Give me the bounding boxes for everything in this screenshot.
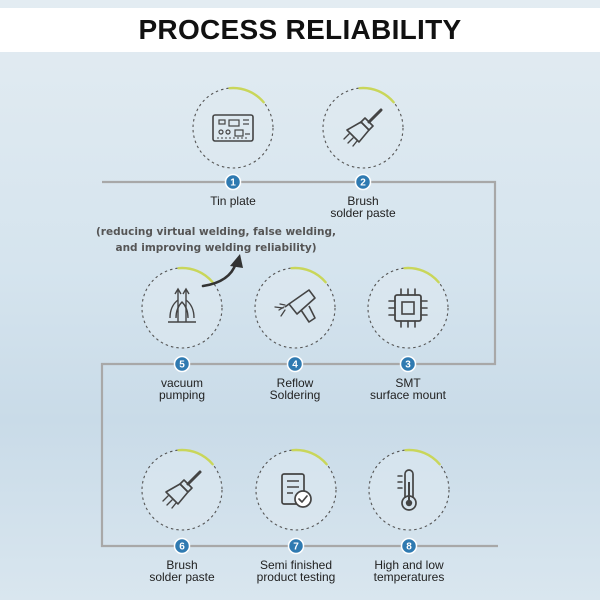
step-1: 1: [192, 86, 274, 191]
step-6: 6: [141, 448, 223, 555]
step-label-line: Tin plate: [210, 194, 256, 208]
step-circle-accent: [291, 448, 328, 466]
step-badge: [286, 355, 304, 373]
step-number: 6: [179, 542, 185, 553]
step-2: 2: [322, 86, 404, 191]
step-circle-accent: [404, 448, 441, 466]
step-label-line: Brush: [166, 558, 198, 572]
step-label-line: Semi finished: [259, 558, 333, 572]
step-label-line: Reflow: [276, 376, 314, 390]
step-label-line: vacuum: [160, 376, 204, 390]
reliability-note: (reducing virtual welding, false welding…: [96, 224, 336, 256]
step-badge: [287, 537, 305, 555]
step-number: 5: [179, 360, 185, 371]
step-label-line: solder paste: [149, 570, 215, 584]
step-circle-accent: [403, 266, 440, 284]
step-label-line: Brush: [347, 194, 379, 208]
page-title: PROCESS RELIABILITY: [0, 8, 600, 52]
step-circle-accent: [228, 86, 265, 104]
step-3: 3: [367, 266, 449, 373]
step-badge: [354, 173, 372, 191]
step-label-line: surface mount: [369, 388, 447, 402]
step-circle-accent: [290, 266, 327, 284]
step-circle-accent: [177, 448, 214, 466]
step-label-line: SMT: [395, 376, 421, 390]
note-line-1: (reducing virtual welding, false welding…: [96, 226, 336, 238]
step-number: 4: [292, 360, 298, 371]
step-badge: [224, 173, 242, 191]
step-badge: [173, 537, 191, 555]
step-label-line: High and low: [374, 558, 444, 572]
step-number: 3: [405, 360, 411, 371]
callout-arrow-head: [230, 254, 243, 268]
step-7: 7: [255, 448, 337, 555]
process-steps: 1 2 3 4 5 6 7 8: [141, 86, 450, 555]
step-number: 7: [293, 542, 299, 553]
step-circle-accent: [358, 86, 395, 104]
step-4: 4: [254, 266, 336, 373]
step-number: 8: [406, 542, 412, 553]
arrow-layer: [201, 254, 243, 288]
step-label-1: Tin plate: [168, 195, 298, 207]
step-circle-accent: [177, 266, 214, 284]
step-badge: [173, 355, 191, 373]
step-8: 8: [368, 448, 450, 555]
step-label-line: pumping: [158, 388, 206, 402]
step-number: 1: [230, 178, 236, 189]
step-badge: [400, 537, 418, 555]
step-badge: [399, 355, 417, 373]
step-number: 2: [360, 178, 366, 189]
step-label-line: temperatures: [373, 570, 445, 584]
note-line-2: and improving welding reliability): [115, 242, 317, 254]
step-label-line: solder paste: [330, 206, 396, 220]
step-label-line: product testing: [256, 570, 336, 584]
step-label-line: Soldering: [269, 388, 321, 402]
connector-top: [102, 180, 497, 366]
step-5: 5: [141, 266, 223, 373]
